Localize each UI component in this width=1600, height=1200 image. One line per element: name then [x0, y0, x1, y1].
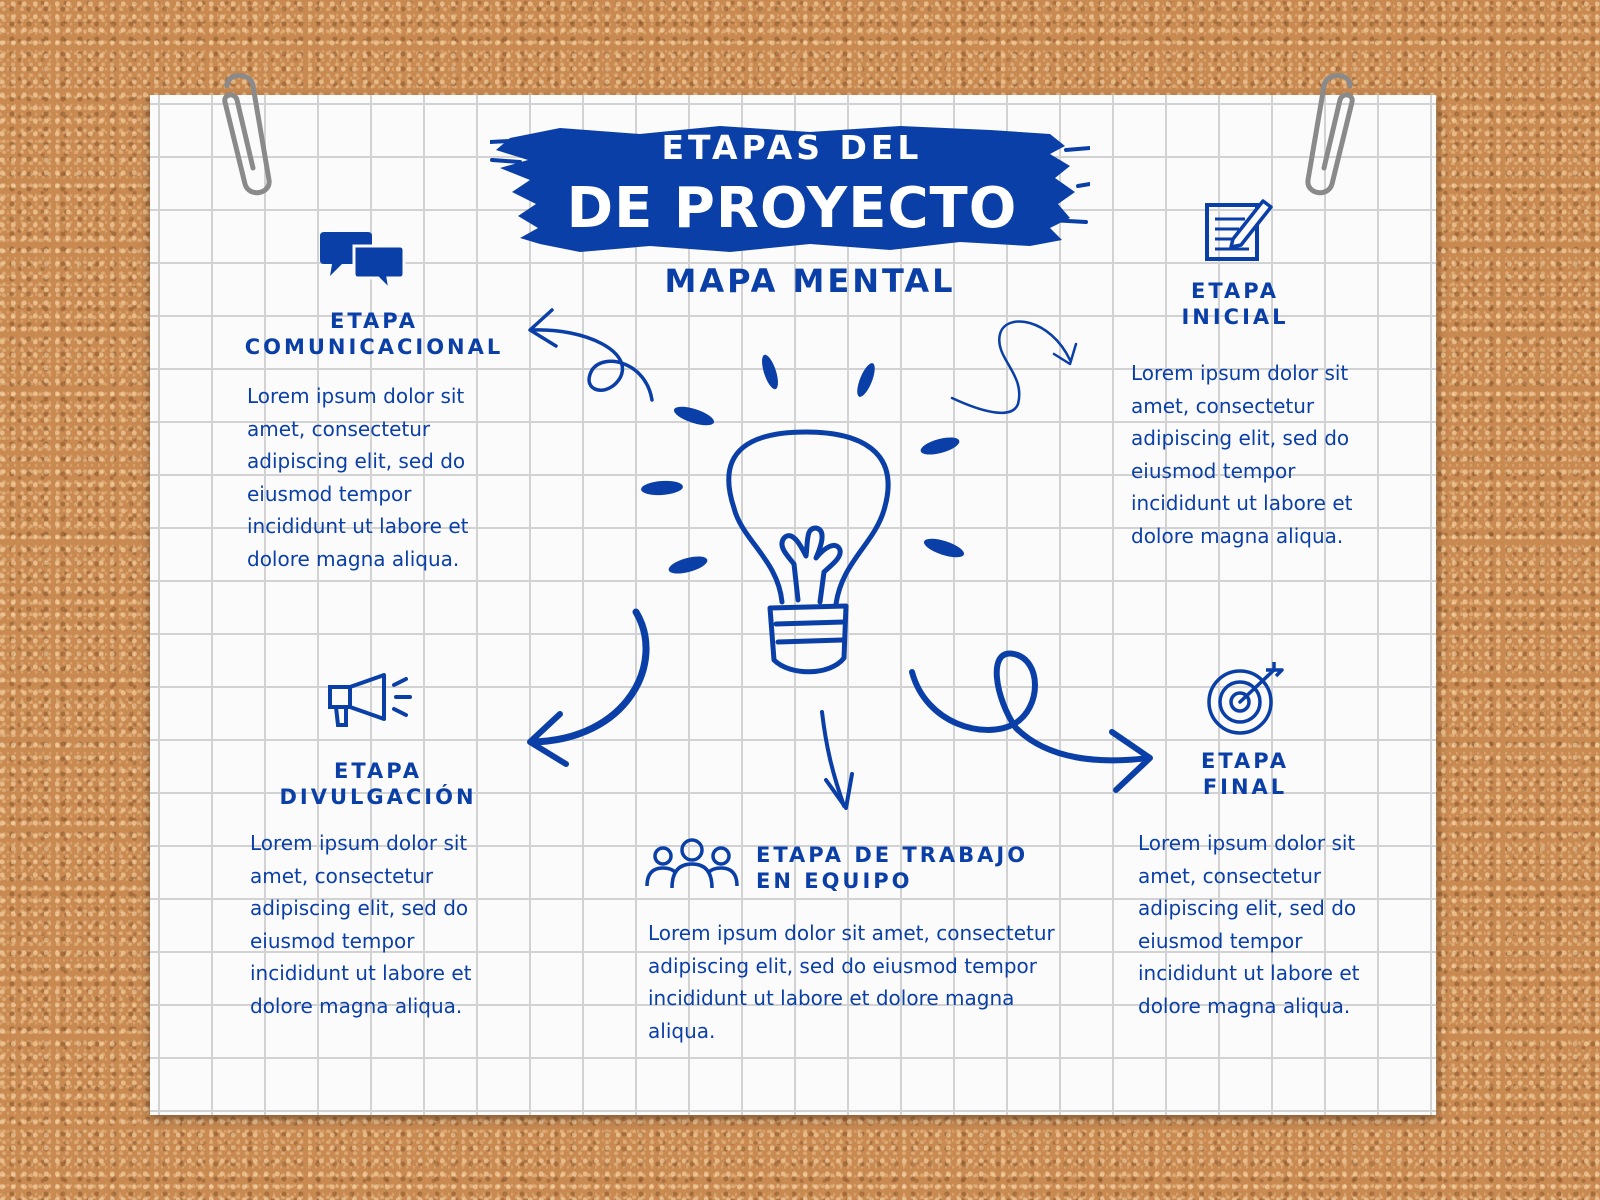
- heading-etapa-final: Etapa Final: [1180, 748, 1310, 800]
- heading-comunicacional-line-1: Etapa: [329, 309, 418, 333]
- speech-bubbles-icon: [320, 232, 406, 290]
- title-line-1: Etapas del: [661, 128, 923, 167]
- connector-arrows: [527, 308, 1153, 810]
- heading-etapa-inicial: Etapa Inicial: [1160, 278, 1310, 330]
- title-line-2: de Proyecto: [566, 176, 1018, 241]
- heading-divulgacion-line-1: Etapa: [333, 759, 422, 783]
- paper-clip-right-icon: [1305, 73, 1355, 196]
- heading-inicial-line-1: Etapa: [1190, 279, 1279, 303]
- heading-etapa-divulgacion: Etapa Divulgación: [278, 758, 478, 810]
- team-icon: [645, 838, 739, 889]
- heading-comunicacional-line-2: Comunicacional: [244, 335, 504, 359]
- subtitle: Mapa mental: [664, 262, 956, 300]
- body-inicial: Lorem ipsum dolor sit amet, consectetur …: [1131, 361, 1353, 548]
- heading-trabajo-line-2: en equipo: [756, 869, 913, 893]
- heading-divulgacion-line-2: Divulgación: [279, 785, 477, 809]
- heading-inicial-line-2: Inicial: [1181, 305, 1289, 329]
- body-trabajo-equipo: Lorem ipsum dolor sit amet, consectetur …: [648, 921, 1055, 1043]
- heading-etapa-trabajo-equipo: Etapa de trabajo en equipo: [756, 842, 1046, 894]
- lightbulb-rays: [641, 354, 965, 574]
- heading-final-line-1: Etapa: [1200, 749, 1289, 773]
- lightbulb-icon: [726, 429, 891, 675]
- title-brush-banner: [490, 126, 1090, 252]
- heading-trabajo-line-1: Etapa de trabajo: [756, 843, 1029, 867]
- body-final: Lorem ipsum dolor sit amet, consectetur …: [1138, 831, 1360, 1018]
- megaphone-icon: [328, 673, 412, 727]
- body-comunicacional: Lorem ipsum dolor sit amet, consectetur …: [247, 384, 469, 571]
- heading-etapa-comunicacional: Etapa Comunicacional: [244, 308, 504, 360]
- body-divulgacion: Lorem ipsum dolor sit amet, consectetur …: [250, 831, 472, 1018]
- paper-clip-left-icon: [222, 73, 272, 196]
- document-pencil-icon: [1205, 199, 1273, 261]
- heading-final-line-2: Final: [1202, 775, 1288, 799]
- target-icon: [1207, 662, 1284, 735]
